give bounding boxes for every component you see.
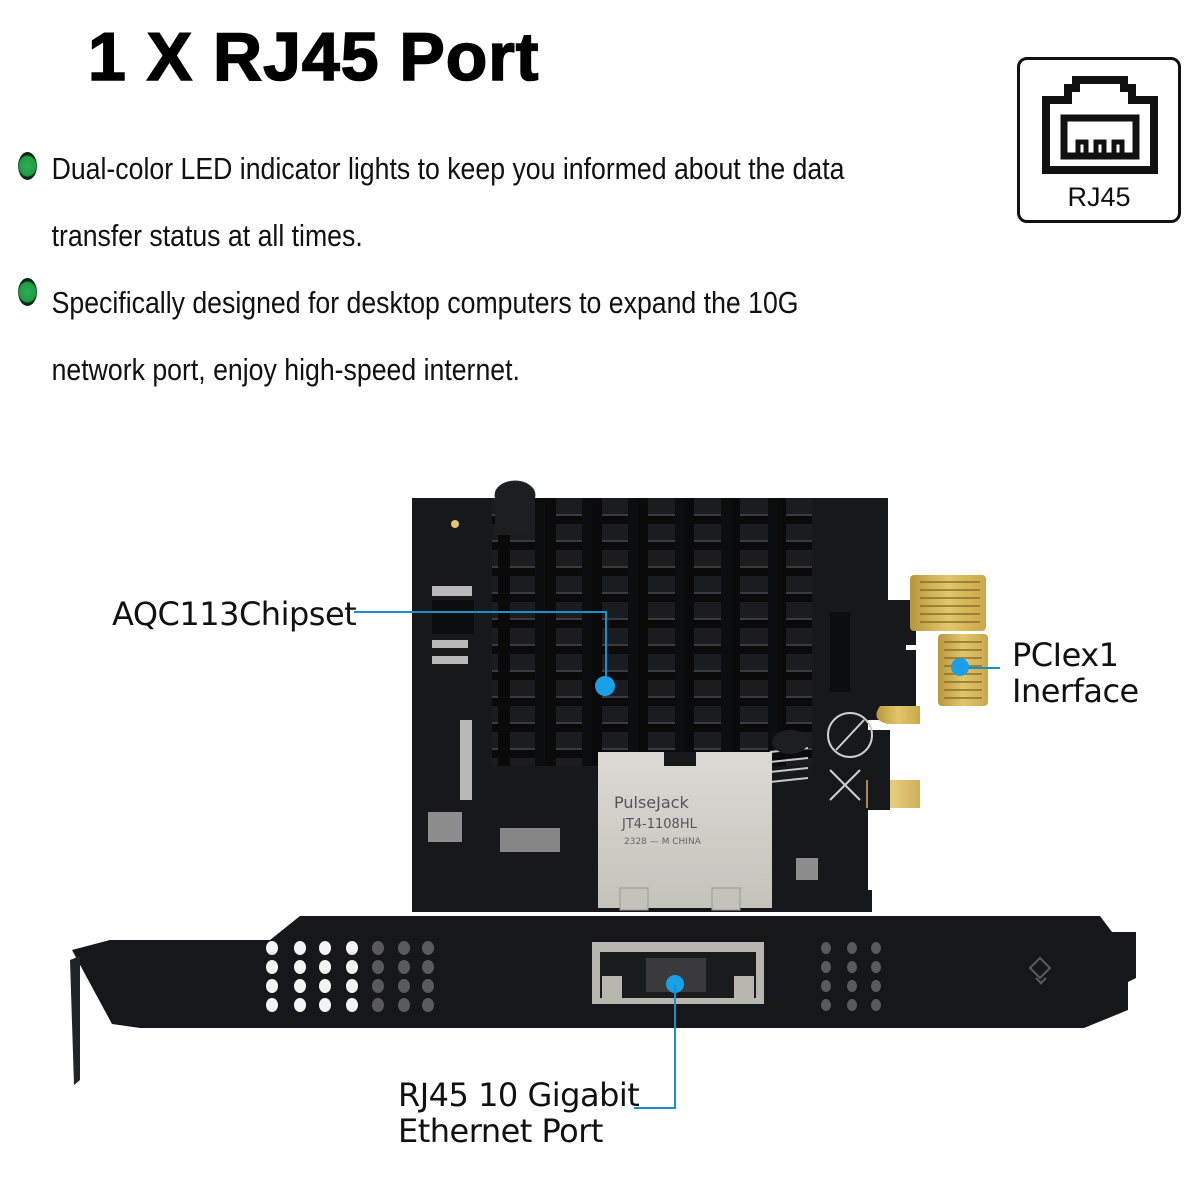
- callout-port-label-1: RJ45 10 Gigabit: [398, 1076, 640, 1114]
- callout-pcie-dot: [951, 658, 969, 676]
- feature-text: Dual-color LED indicator lights to keep …: [51, 151, 845, 186]
- callout-chipset-line: [605, 611, 607, 683]
- callout-pcie-label-1: PCIex1: [1012, 636, 1119, 674]
- rj45-badge: RJ45: [1017, 57, 1181, 223]
- page-title: 1 X RJ45 Port: [87, 18, 540, 96]
- feature-item: Dual-color LED indicator lights to keep …: [0, 135, 998, 202]
- callout-pcie-label-2: Inerface: [1012, 672, 1139, 710]
- feature-item-continued: network port, enjoy high-speed internet.: [0, 336, 998, 403]
- rj45-port-icon: [1042, 76, 1158, 174]
- svg-text:PulseJack: PulseJack: [614, 793, 689, 812]
- feature-item: Specifically designed for desktop comput…: [0, 269, 998, 336]
- green-bullet-icon: [18, 278, 37, 306]
- svg-text:2328 — M CHINA: 2328 — M CHINA: [624, 837, 702, 847]
- callout-port-dot: [666, 975, 684, 993]
- feature-text: network port, enjoy high-speed internet.: [51, 352, 520, 387]
- feature-item-continued: transfer status at all times.: [0, 202, 998, 269]
- callout-pcie-line: [962, 667, 1000, 669]
- callout-chipset-dot: [595, 676, 615, 696]
- feature-text: transfer status at all times.: [51, 218, 363, 253]
- callout-chipset-line: [354, 611, 606, 613]
- green-bullet-icon: [18, 152, 37, 180]
- callout-port-line: [634, 1107, 676, 1109]
- rj45-badge-label: RJ45: [1067, 182, 1131, 212]
- callout-port-line: [674, 985, 676, 1109]
- callout-chipset-label: AQC113Chipset: [112, 595, 357, 633]
- feature-text: Specifically designed for desktop comput…: [51, 285, 799, 320]
- svg-text:JT4-1108HL: JT4-1108HL: [621, 817, 698, 832]
- feature-list: Dual-color LED indicator lights to keep …: [0, 135, 1000, 403]
- callout-port-label-2: Ethernet Port: [398, 1112, 603, 1150]
